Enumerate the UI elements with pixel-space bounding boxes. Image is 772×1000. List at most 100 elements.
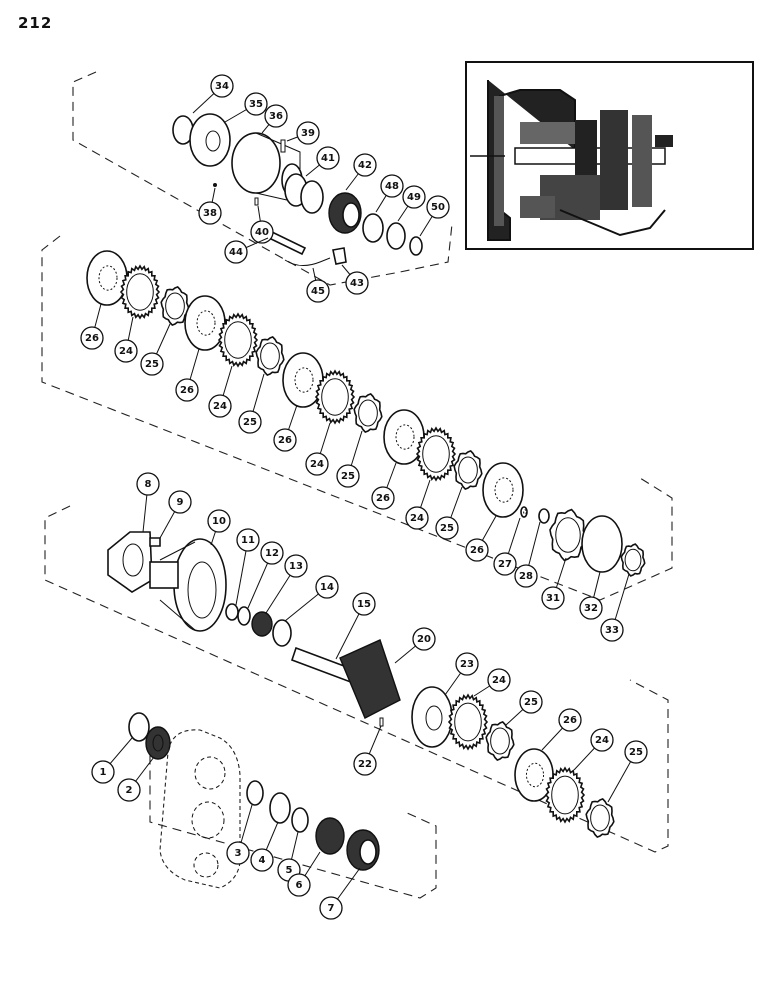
- upper-assembly-outline: [72, 71, 453, 286]
- callout-label: 13: [289, 561, 303, 572]
- callout-24: 24: [208, 394, 232, 418]
- part-35-plate: [189, 113, 231, 167]
- callout-43: 43: [345, 271, 369, 295]
- callout-label: 25: [629, 747, 643, 758]
- callout-26: 26: [175, 378, 199, 402]
- callout-50: 50: [426, 195, 450, 219]
- callout-label: 50: [431, 202, 445, 213]
- callout-4: 4: [250, 848, 274, 872]
- callout-label: 31: [546, 593, 560, 604]
- callout-label: 40: [255, 227, 269, 238]
- callout-label: 24: [595, 735, 609, 746]
- callout-label: 25: [440, 523, 454, 534]
- lower-assembly-parts: [128, 712, 380, 889]
- callout-label: 38: [203, 208, 217, 219]
- part-26-disc: [86, 250, 128, 306]
- callout-label: 25: [145, 359, 159, 370]
- callout-label: 28: [519, 571, 533, 582]
- callout-label: 20: [417, 634, 431, 645]
- part-4-bearing: [269, 792, 291, 824]
- callout-31: 31: [541, 586, 565, 610]
- part-20-gear: [339, 639, 401, 719]
- callout-label: 43: [350, 278, 364, 289]
- callout-20: 20: [412, 627, 436, 651]
- shaft-assembly-outline: [44, 505, 669, 853]
- callout-label: 2: [126, 785, 133, 796]
- callout-label: 24: [410, 513, 424, 524]
- callout-label: 26: [180, 385, 194, 396]
- part-45-hose: [284, 257, 331, 266]
- part-10-housing: [173, 538, 227, 632]
- part-50-ring: [409, 236, 423, 256]
- part-41-ring-b: [300, 180, 324, 214]
- part-11-bearing: [225, 603, 239, 621]
- callout-label: 36: [269, 111, 283, 122]
- callout-32: 32: [579, 596, 603, 620]
- callout-23: 23: [455, 652, 479, 676]
- callout-label: 24: [213, 401, 227, 412]
- callout-28: 28: [514, 564, 538, 588]
- part-44-tube: [267, 230, 307, 256]
- shaft-assembly-parts: [107, 531, 453, 748]
- callout-39: 39: [296, 121, 320, 145]
- callout-label: 26: [470, 545, 484, 556]
- clutch-pack-outline: [41, 235, 673, 601]
- callout-26: 26: [558, 708, 582, 732]
- callout-25: 25: [140, 352, 164, 376]
- callout-label: 25: [524, 697, 538, 708]
- part-23-plate: [411, 686, 453, 748]
- callout-25: 25: [624, 740, 648, 764]
- callout-2: 2: [117, 778, 141, 802]
- callout-label: 45: [311, 286, 325, 297]
- callout-layer: 3435363941424849503840444543262425262425…: [80, 74, 648, 920]
- callout-label: 22: [358, 759, 372, 770]
- part-2-bearing: [145, 726, 171, 760]
- callout-25: 25: [519, 690, 543, 714]
- callout-8: 8: [136, 472, 160, 496]
- callout-26: 26: [273, 428, 297, 452]
- callout-10: 10: [207, 509, 231, 533]
- callout-40: 40: [250, 220, 274, 244]
- part-26-disc: [184, 295, 226, 351]
- callout-label: 8: [145, 479, 152, 490]
- part-39-pin: [280, 139, 286, 153]
- callout-label: 26: [563, 715, 577, 726]
- lower-clutch-parts: [447, 693, 615, 839]
- callout-label: 9: [177, 497, 184, 508]
- callout-14: 14: [315, 575, 339, 599]
- callout-3: 3: [226, 841, 250, 865]
- part-5-ring: [291, 807, 309, 833]
- callout-24: 24: [590, 728, 614, 752]
- callout-label: 7: [328, 903, 335, 914]
- callout-24: 24: [487, 668, 511, 692]
- part-40-pin: [254, 197, 259, 206]
- callout-13: 13: [284, 554, 308, 578]
- callout-24: 24: [114, 339, 138, 363]
- callout-label: 25: [341, 471, 355, 482]
- callout-1: 1: [91, 760, 115, 784]
- callout-45: 45: [306, 279, 330, 303]
- callout-label: 26: [376, 493, 390, 504]
- callout-24: 24: [405, 506, 429, 530]
- callout-label: 35: [249, 99, 263, 110]
- part-48-ring: [362, 213, 384, 243]
- callout-label: 34: [215, 81, 229, 92]
- callout-35: 35: [244, 92, 268, 116]
- callout-label: 24: [119, 346, 133, 357]
- callout-15: 15: [352, 592, 376, 616]
- callout-label: 26: [85, 333, 99, 344]
- callout-36: 36: [264, 104, 288, 128]
- callout-26: 26: [80, 326, 104, 350]
- callout-34: 34: [210, 74, 234, 98]
- callout-label: 24: [310, 459, 324, 470]
- callout-49: 49: [402, 185, 426, 209]
- part-9-bolt: [149, 537, 161, 547]
- page-number: 212: [18, 14, 53, 32]
- callout-38: 38: [198, 201, 222, 225]
- part-1-cup: [128, 712, 150, 742]
- callout-12: 12: [260, 541, 284, 565]
- callout-label: 10: [212, 516, 226, 527]
- part-13-bearing: [251, 611, 273, 637]
- callout-25: 25: [435, 516, 459, 540]
- callout-label: 48: [385, 181, 399, 192]
